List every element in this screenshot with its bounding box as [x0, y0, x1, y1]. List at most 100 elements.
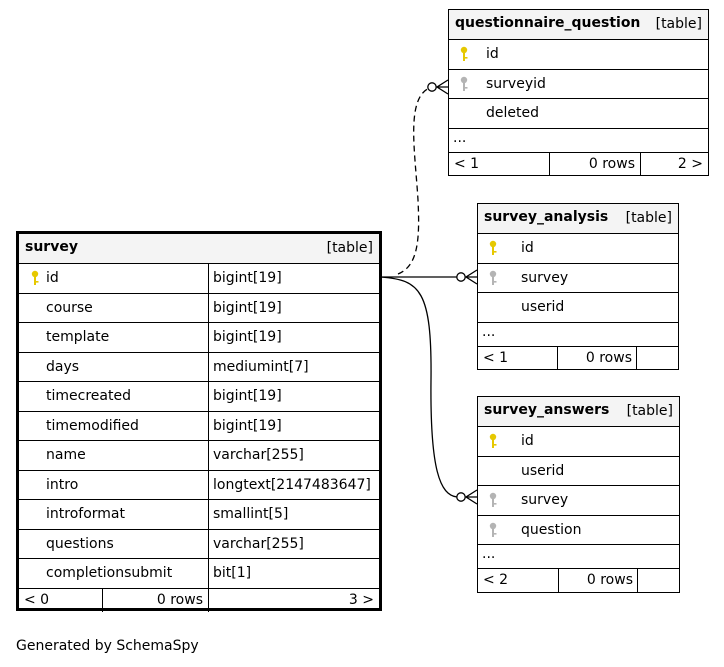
- row-count: 0 rows: [586, 572, 633, 588]
- column-name: deleted: [486, 105, 539, 121]
- parents-link[interactable]: < 0: [24, 591, 50, 608]
- column-type: bigint[19]: [213, 270, 282, 286]
- column-row[interactable]: timemodified bigint[19]: [19, 410, 379, 440]
- column-row[interactable]: id: [449, 39, 708, 69]
- row-count: 0 rows: [588, 155, 635, 172]
- table-questionnaire-question[interactable]: questionnaire_question [table] id survey…: [448, 9, 709, 176]
- column-name: userid: [521, 462, 565, 479]
- column-type: mediumint[7]: [213, 358, 309, 375]
- column-row[interactable]: surveyid: [449, 68, 708, 99]
- column-row[interactable]: completionsubmit bit[1]: [19, 558, 379, 588]
- primary-key-icon: [489, 433, 497, 448]
- foreign-key-icon: [460, 76, 468, 91]
- ellipsis: ...: [453, 129, 467, 146]
- foreign-key-icon: [489, 270, 497, 285]
- table-survey-analysis[interactable]: survey_analysis [table] id survey userid…: [477, 203, 679, 370]
- table-footer: < 1 0 rows: [478, 345, 678, 370]
- column-row[interactable]: template bigint[19]: [19, 322, 379, 352]
- more-columns: ...: [478, 544, 679, 568]
- column-name: intro: [46, 476, 79, 493]
- primary-key-icon: [489, 240, 497, 255]
- children-link[interactable]: 3 >: [348, 591, 374, 608]
- table-footer: < 1 0 rows 2 >: [449, 151, 708, 176]
- table-name: questionnaire_question: [455, 15, 641, 31]
- column-divider: [208, 500, 209, 529]
- column-row[interactable]: questions varchar[255]: [19, 528, 379, 558]
- footer-divider: [558, 569, 559, 592]
- table-name: survey_analysis: [484, 209, 609, 225]
- generator-caption: Generated by SchemaSpy: [16, 638, 199, 654]
- column-row[interactable]: id: [478, 233, 678, 263]
- column-row[interactable]: userid: [478, 455, 679, 486]
- column-type: bit[1]: [213, 565, 252, 581]
- row-count: 0 rows: [585, 349, 632, 366]
- column-type: bigint[19]: [213, 388, 282, 404]
- table-header: survey [table]: [19, 234, 379, 263]
- column-row[interactable]: userid: [478, 292, 678, 322]
- crowfoot-zero-questionnaire: [427, 82, 437, 92]
- column-row[interactable]: introformat smallint[5]: [19, 499, 379, 529]
- table-tag: [table]: [625, 210, 672, 226]
- column-name: days: [46, 358, 80, 375]
- column-divider: [208, 323, 209, 352]
- parents-link[interactable]: < 2: [483, 572, 509, 588]
- table-header: survey_analysis [table]: [478, 204, 678, 233]
- ellipsis: ...: [482, 323, 496, 340]
- table-tag: [table]: [655, 16, 702, 32]
- column-name: completionsubmit: [46, 565, 173, 581]
- column-divider: [208, 382, 209, 411]
- children-link[interactable]: 2 >: [677, 155, 703, 172]
- footer-divider: [640, 152, 641, 176]
- column-row[interactable]: course bigint[19]: [19, 292, 379, 322]
- column-type: bigint[19]: [213, 417, 282, 434]
- column-type: longtext[2147483647]: [213, 476, 371, 493]
- column-divider: [208, 529, 209, 558]
- column-type: bigint[19]: [213, 299, 282, 316]
- edge-survey-questionnaire-question: [397, 86, 433, 275]
- column-name: id: [46, 270, 59, 286]
- footer-divider: [637, 569, 638, 592]
- column-row[interactable]: days mediumint[7]: [19, 351, 379, 381]
- crowfoot-many-analysis: [464, 269, 478, 285]
- edge-survey-survey-answers: [380, 276, 458, 498]
- table-survey[interactable]: survey [table] id bigint[19] course bigi…: [16, 231, 382, 612]
- column-divider: [208, 293, 209, 322]
- column-row[interactable]: intro longtext[2147483647]: [19, 469, 379, 499]
- table-tag: [table]: [626, 403, 673, 419]
- column-row[interactable]: survey: [478, 262, 678, 293]
- primary-key-icon: [31, 270, 39, 285]
- crowfoot-zero-analysis: [456, 272, 466, 282]
- column-row[interactable]: survey: [478, 485, 679, 515]
- column-row[interactable]: question: [478, 514, 679, 545]
- column-type: varchar[255]: [213, 535, 304, 552]
- crowfoot-zero-answers: [456, 492, 466, 502]
- primary-key-icon: [460, 46, 468, 61]
- crowfoot-many-questionnaire: [435, 79, 449, 95]
- column-name: questions: [46, 535, 114, 552]
- row-count: 0 rows: [156, 591, 203, 608]
- column-type: varchar[255]: [213, 447, 304, 463]
- column-row[interactable]: id bigint[19]: [19, 263, 379, 293]
- table-footer: < 2 0 rows: [478, 568, 679, 592]
- parents-link[interactable]: < 1: [483, 349, 509, 366]
- column-row[interactable]: id: [478, 426, 679, 456]
- column-type: bigint[19]: [213, 329, 282, 345]
- foreign-key-icon: [489, 492, 497, 507]
- column-row[interactable]: timecreated bigint[19]: [19, 381, 379, 411]
- column-name: timecreated: [46, 388, 131, 404]
- column-row[interactable]: deleted: [449, 98, 708, 128]
- column-name: id: [521, 240, 534, 256]
- parents-link[interactable]: < 1: [454, 155, 480, 172]
- table-header: survey_answers [table]: [478, 397, 679, 426]
- more-columns: ...: [478, 321, 678, 346]
- column-type: smallint[5]: [213, 506, 289, 522]
- column-row[interactable]: name varchar[255]: [19, 440, 379, 470]
- column-name: id: [521, 433, 534, 449]
- column-name: question: [521, 521, 582, 538]
- crowfoot-many-answers: [464, 489, 478, 505]
- table-survey-answers[interactable]: survey_answers [table] id userid survey …: [477, 396, 680, 593]
- column-divider: [208, 470, 209, 499]
- column-divider: [208, 352, 209, 381]
- ellipsis: ...: [482, 546, 496, 562]
